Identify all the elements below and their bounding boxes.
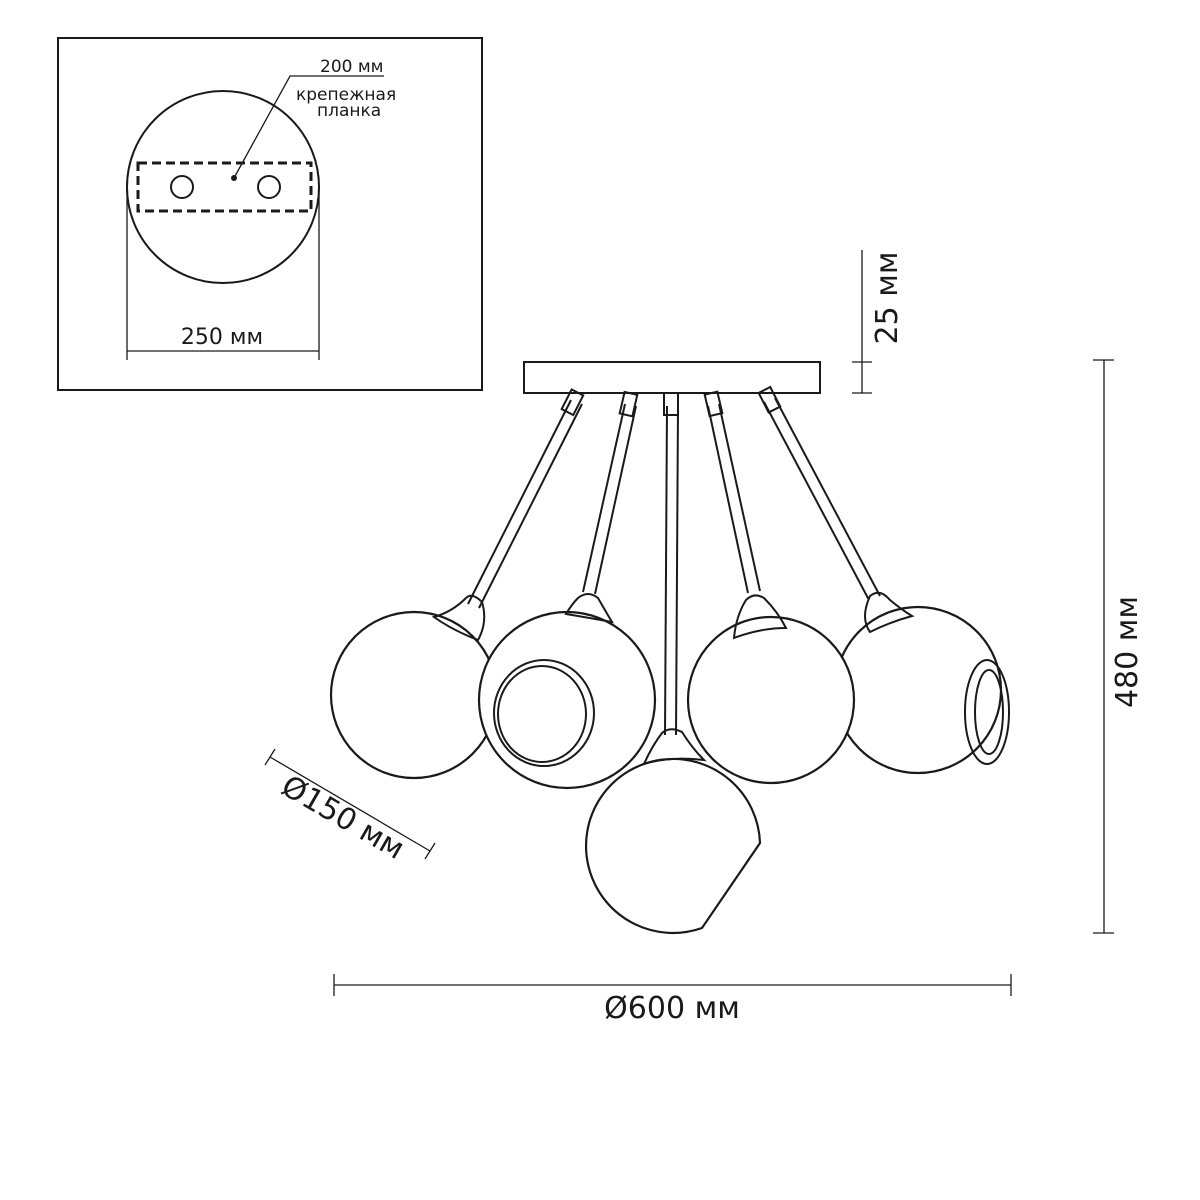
plate-hole-spacing-label: 200 мм — [320, 57, 384, 77]
globe-3-neck — [642, 728, 707, 766]
globe-4-neck — [732, 594, 788, 640]
globe-4 — [686, 615, 856, 785]
sleeve-4 — [703, 390, 724, 418]
sleeve-1 — [560, 388, 585, 417]
ceiling-canopy — [523, 361, 821, 394]
globe-5-neck — [864, 591, 915, 634]
globe-3 — [584, 757, 762, 935]
sleeve-3 — [663, 392, 679, 416]
arm-rod-2 — [582, 403, 626, 593]
plate-name-line1: крепежная — [296, 85, 396, 105]
globe-2 — [477, 610, 657, 790]
mounting-plate — [136, 161, 313, 213]
arm-rod-3 — [664, 405, 668, 736]
globe-2-neck — [564, 593, 614, 624]
canopy-diameter-label: 250 мм — [181, 325, 263, 350]
canopy-circle — [126, 90, 320, 284]
globe-5-opening — [964, 659, 1010, 765]
chandelier-view: 25 мм 480 мм Ø600 мм Ø150 мм — [264, 250, 1145, 1026]
arm-rod-2b — [594, 405, 637, 595]
sleeve-2 — [618, 390, 639, 418]
total-diameter-label: Ø600 мм — [604, 991, 740, 1026]
inset-frame — [57, 37, 483, 391]
mounting-hole-right — [257, 175, 281, 199]
globe-2-opening-inner — [497, 665, 587, 763]
arm-rod-5 — [763, 401, 870, 601]
total-height-label: 480 мм — [1110, 596, 1145, 708]
canopy-height-label: 25 мм — [870, 252, 905, 345]
arm-rod-1b — [478, 403, 583, 609]
globe-5-opening-inner — [974, 669, 1004, 755]
arm-rod-4b — [718, 403, 761, 592]
plate-name-line2: планка — [317, 101, 381, 121]
arm-rod-5b — [774, 397, 881, 597]
arm-rod-1 — [467, 399, 572, 605]
mounting-hole-left — [170, 175, 194, 199]
arm-rod-3b — [675, 405, 679, 736]
arm-rod-4 — [707, 405, 749, 594]
globe-1-neck — [431, 594, 486, 642]
mounting-inset: 200 мм крепежная планка 250 мм — [57, 37, 483, 391]
globe-2-opening — [493, 659, 595, 767]
shade-diameter-label: Ø150 мм — [275, 769, 410, 867]
shade-dim-line — [269, 756, 431, 852]
plate-leader-line — [233, 75, 384, 179]
sleeve-5 — [757, 385, 782, 414]
